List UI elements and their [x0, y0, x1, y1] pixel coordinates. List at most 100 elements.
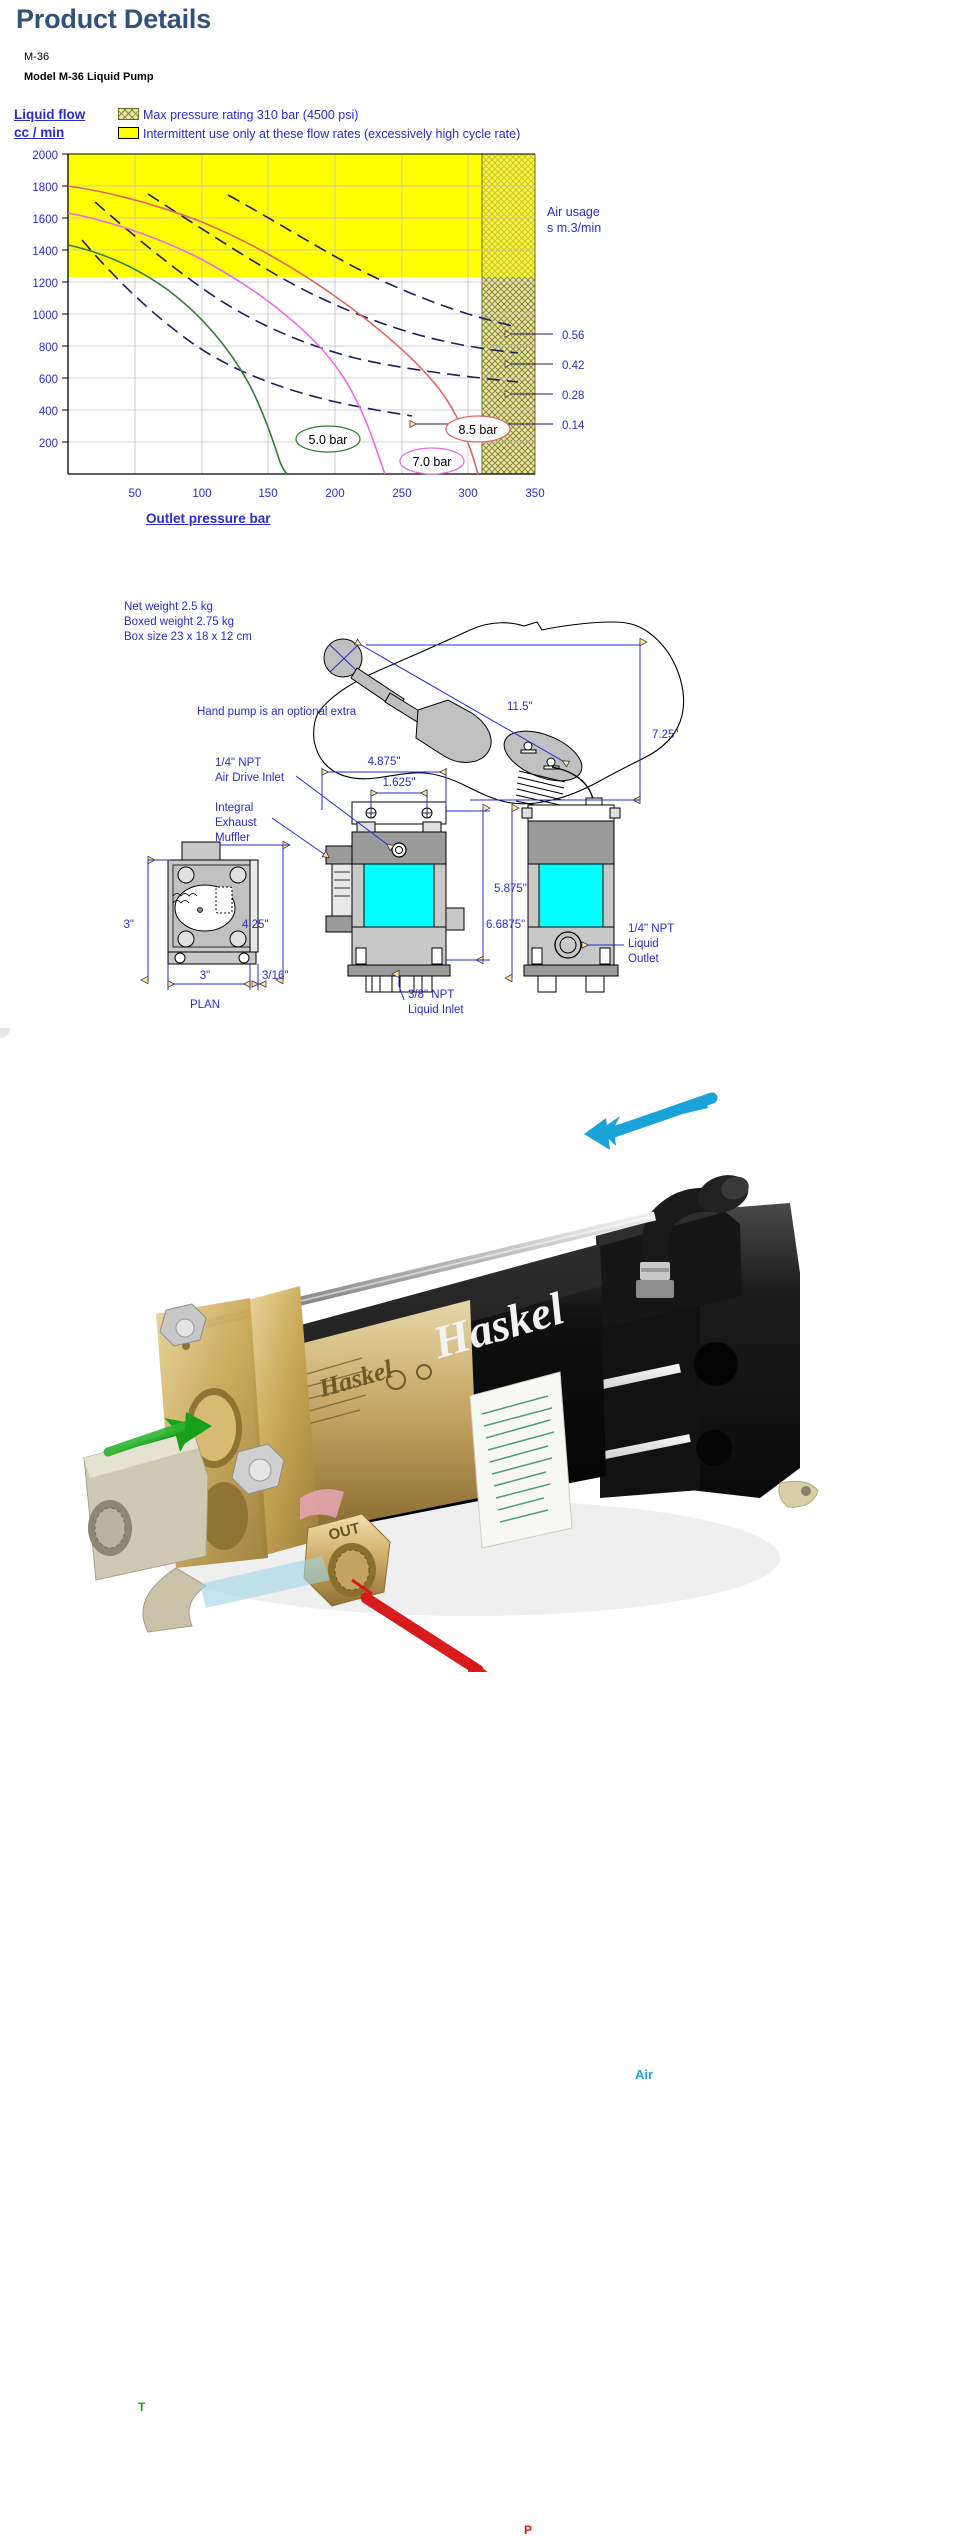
svg-text:Integral: Integral [215, 802, 253, 814]
inlet-arrow [103, 1400, 228, 1457]
dim-hand-pump-height: 7.25" [366, 637, 678, 805]
callout-label-5bar: 5.0 bar [309, 433, 348, 447]
spec-text-block [299, 1357, 373, 1425]
x-tick-200: 200 [325, 488, 344, 500]
air-usage-label-042: 0.42 [562, 360, 584, 372]
chart-y-ticks: 2000 1800 1600 1400 1200 1000 800 600 40… [32, 150, 68, 450]
svg-text:3": 3" [200, 970, 210, 982]
y-tick-2000: 2000 [32, 150, 58, 162]
air-usage-title-line2: s m.3/min [547, 221, 602, 235]
dim-height-body: 5.875" [446, 803, 527, 965]
chart-y-axis-title: Liquid flow cc / min [14, 106, 85, 142]
air-usage-title-line1: Air usage [547, 205, 600, 219]
callout-ellipse-85bar [445, 415, 511, 443]
dim-bolt-spacing: 1.625" [370, 777, 428, 808]
x-tick-150: 150 [258, 488, 277, 500]
svg-text:4.25": 4.25" [242, 919, 268, 931]
legend-item-intermittent: Intermittent use only at these flow rate… [118, 127, 520, 141]
svg-text:3/8" NPT: 3/8" NPT [408, 989, 454, 1001]
air-label: Air [635, 2067, 654, 2082]
svg-text:Hand pump is an optional extra: Hand pump is an optional extra [197, 706, 357, 718]
product-photo-svg: Haskel Haskel [0, 1018, 973, 1686]
y-axis-title-line2: cc / min [14, 125, 65, 140]
svg-text:11.5": 11.5" [507, 701, 533, 713]
svg-text:3": 3" [124, 919, 134, 931]
svg-text:6.6875": 6.6875" [486, 919, 525, 931]
product-photo: Haskel Haskel [0, 1018, 973, 2537]
legend-label-intermittent: Intermittent use only at these flow rate… [143, 127, 521, 141]
dim-plan-height: 4.25" [220, 840, 291, 985]
legend-label-max-pressure: Max pressure rating 310 bar (4500 psi) [143, 108, 359, 122]
box-size: Box size 23 x 18 x 12 cm [124, 631, 252, 643]
bolt-mid [0, 1018, 285, 1495]
air-usage-curve-056 [227, 194, 519, 328]
air-usage-curve-028 [94, 201, 519, 383]
hatch-swatch-icon [118, 108, 139, 120]
dim-plan-depth: 3" [124, 855, 170, 985]
model-code: M-36 [24, 51, 50, 63]
air-usage-curve-042 [147, 193, 519, 354]
svg-text:Liquid: Liquid [628, 938, 659, 950]
svg-text:Muffler: Muffler [215, 832, 250, 844]
svg-text:1.625": 1.625" [383, 777, 416, 789]
callout-exhaust-muffler: Integral Exhaust Muffler [215, 802, 324, 854]
svg-text:Liquid Inlet: Liquid Inlet [408, 1004, 464, 1016]
plan-view-label: PLAN [190, 999, 220, 1011]
dim-height-total: 6.6875" [486, 803, 525, 983]
y-tick-1600: 1600 [32, 214, 58, 226]
dim-hand-pump-length: 11.5" [356, 642, 568, 764]
y-tick-800: 800 [39, 342, 58, 354]
air-elbow-fitting [636, 1175, 749, 1298]
x-tick-350: 350 [525, 488, 544, 500]
weight-boxed: Boxed weight 2.75 kg [124, 616, 234, 628]
chart-series-callouts: 5.0 bar 7.0 bar 8.5 bar [295, 415, 511, 475]
air-usage-axis-title: Air usage s m.3/min [547, 204, 601, 236]
y-tick-600: 600 [39, 374, 58, 386]
svg-text:5.875": 5.875" [494, 883, 527, 895]
front-elevation-view [325, 801, 465, 993]
air-usage-label-056: 0.56 [562, 330, 584, 342]
y-axis-title-line1: Liquid flow [14, 107, 86, 122]
air-arrow [584, 1092, 718, 1150]
svg-text:7.25": 7.25" [652, 729, 678, 741]
curve-8-5-bar [67, 185, 479, 475]
callout-label-85bar: 8.5 bar [459, 423, 498, 437]
hand-pump-assembly [323, 638, 603, 813]
svg-text:Outlet: Outlet [628, 953, 659, 965]
y-tick-200: 200 [39, 438, 58, 450]
x-tick-250: 250 [392, 488, 411, 500]
svg-text:1/4" NPT: 1/4" NPT [628, 923, 674, 935]
legend-item-max-pressure: Max pressure rating 310 bar (4500 psi) [118, 108, 358, 122]
inlet-label: T [138, 2400, 146, 2414]
weight-net: Net weight 2.5 kg [124, 601, 213, 613]
x-tick-300: 300 [458, 488, 477, 500]
y-tick-1200: 1200 [32, 278, 58, 290]
callout-liquid-inlet: 3/8" NPT Liquid Inlet [391, 969, 464, 1016]
svg-text:1/4" NPT: 1/4" NPT [215, 757, 261, 769]
yellow-swatch-icon [118, 127, 139, 139]
weights-text-block: Net weight 2.5 kg Boxed weight 2.75 kg B… [124, 601, 252, 643]
y-tick-400: 400 [39, 406, 58, 418]
bolt-top-left [159, 1303, 207, 1347]
page-title: Product Details [16, 4, 212, 34]
svg-text:Air Drive Inlet: Air Drive Inlet [215, 772, 285, 784]
chart-x-axis-title: Outlet pressure bar [146, 511, 271, 526]
svg-text:4.875": 4.875" [368, 756, 401, 768]
curve-7-0-bar [67, 212, 386, 475]
callout-ellipse-5bar [295, 425, 361, 453]
region-intermittent-use [68, 154, 535, 277]
x-tick-100: 100 [192, 488, 211, 500]
air-usage-label-014: 0.14 [562, 420, 585, 432]
dim-width-overall: 4.875" [321, 756, 447, 810]
warning-label-text [481, 1395, 555, 1523]
callout-ellipse-7bar [399, 447, 465, 475]
outlet-label: P [524, 2523, 533, 2537]
performance-chart: 2000 1800 1600 1400 1200 1000 800 600 40… [32, 150, 585, 500]
y-tick-1800: 1800 [32, 182, 58, 194]
dim-plan-width: 3" 3/16" [167, 964, 288, 990]
side-elevation-view [521, 804, 621, 993]
technical-drawing: Net weight 2.5 kg Boxed weight 2.75 kg B… [124, 601, 685, 1016]
svg-text:3/16": 3/16" [262, 970, 288, 982]
x-tick-50: 50 [129, 488, 142, 500]
product-details-page: Product Details M-36 Model M-36 Liquid P… [0, 4, 973, 2537]
